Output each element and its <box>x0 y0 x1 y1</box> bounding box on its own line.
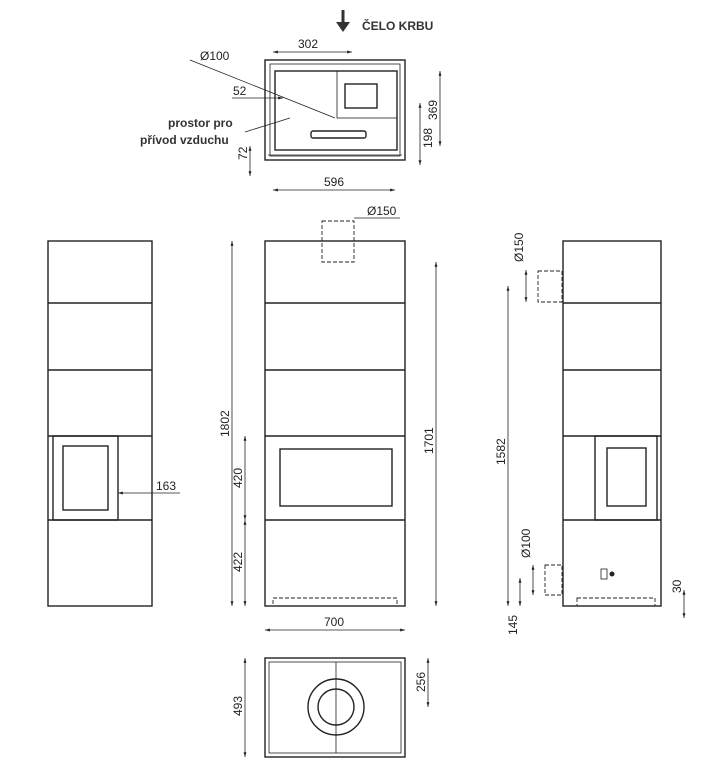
plan-view: 493 256 <box>231 657 430 758</box>
dim-72: 72 <box>236 146 250 160</box>
dim-1802: 1802 <box>218 410 232 437</box>
left-side-view: 163 <box>47 240 180 607</box>
air-label-2: přívod vzduchu <box>140 133 229 147</box>
top-view: 302 Ø100 52 prostor pro přívod vzduchu 7… <box>140 37 442 192</box>
dim-d100: Ø100 <box>200 49 230 63</box>
dim-596: 596 <box>324 175 344 189</box>
front-label: ČELO KRBU <box>362 18 433 33</box>
dim-30: 30 <box>670 579 684 593</box>
dim-256: 256 <box>414 672 428 692</box>
dim-d150: Ø150 <box>512 232 526 262</box>
front-view: Ø150 1802 420 422 1701 700 <box>218 204 438 632</box>
dim-1701: 1701 <box>422 427 436 454</box>
right-side-view: Ø150 1582 Ø100 145 30 <box>494 232 686 635</box>
dim-198: 198 <box>421 128 435 148</box>
dim-302: 302 <box>298 37 318 51</box>
dim-420: 420 <box>231 468 245 488</box>
dim-52: 52 <box>233 84 247 98</box>
dim-163: 163 <box>156 479 176 493</box>
air-label-1: prostor pro <box>168 116 233 130</box>
dim-145: 145 <box>506 615 520 635</box>
dim-369: 369 <box>426 100 440 120</box>
dim-422: 422 <box>231 552 245 572</box>
dim-493: 493 <box>231 696 245 716</box>
dim-d100: Ø100 <box>519 528 533 558</box>
front-direction: ČELO KRBU <box>336 10 433 33</box>
dim-700: 700 <box>324 615 344 629</box>
dim-1582: 1582 <box>494 438 508 465</box>
dim-d150: Ø150 <box>367 204 397 218</box>
